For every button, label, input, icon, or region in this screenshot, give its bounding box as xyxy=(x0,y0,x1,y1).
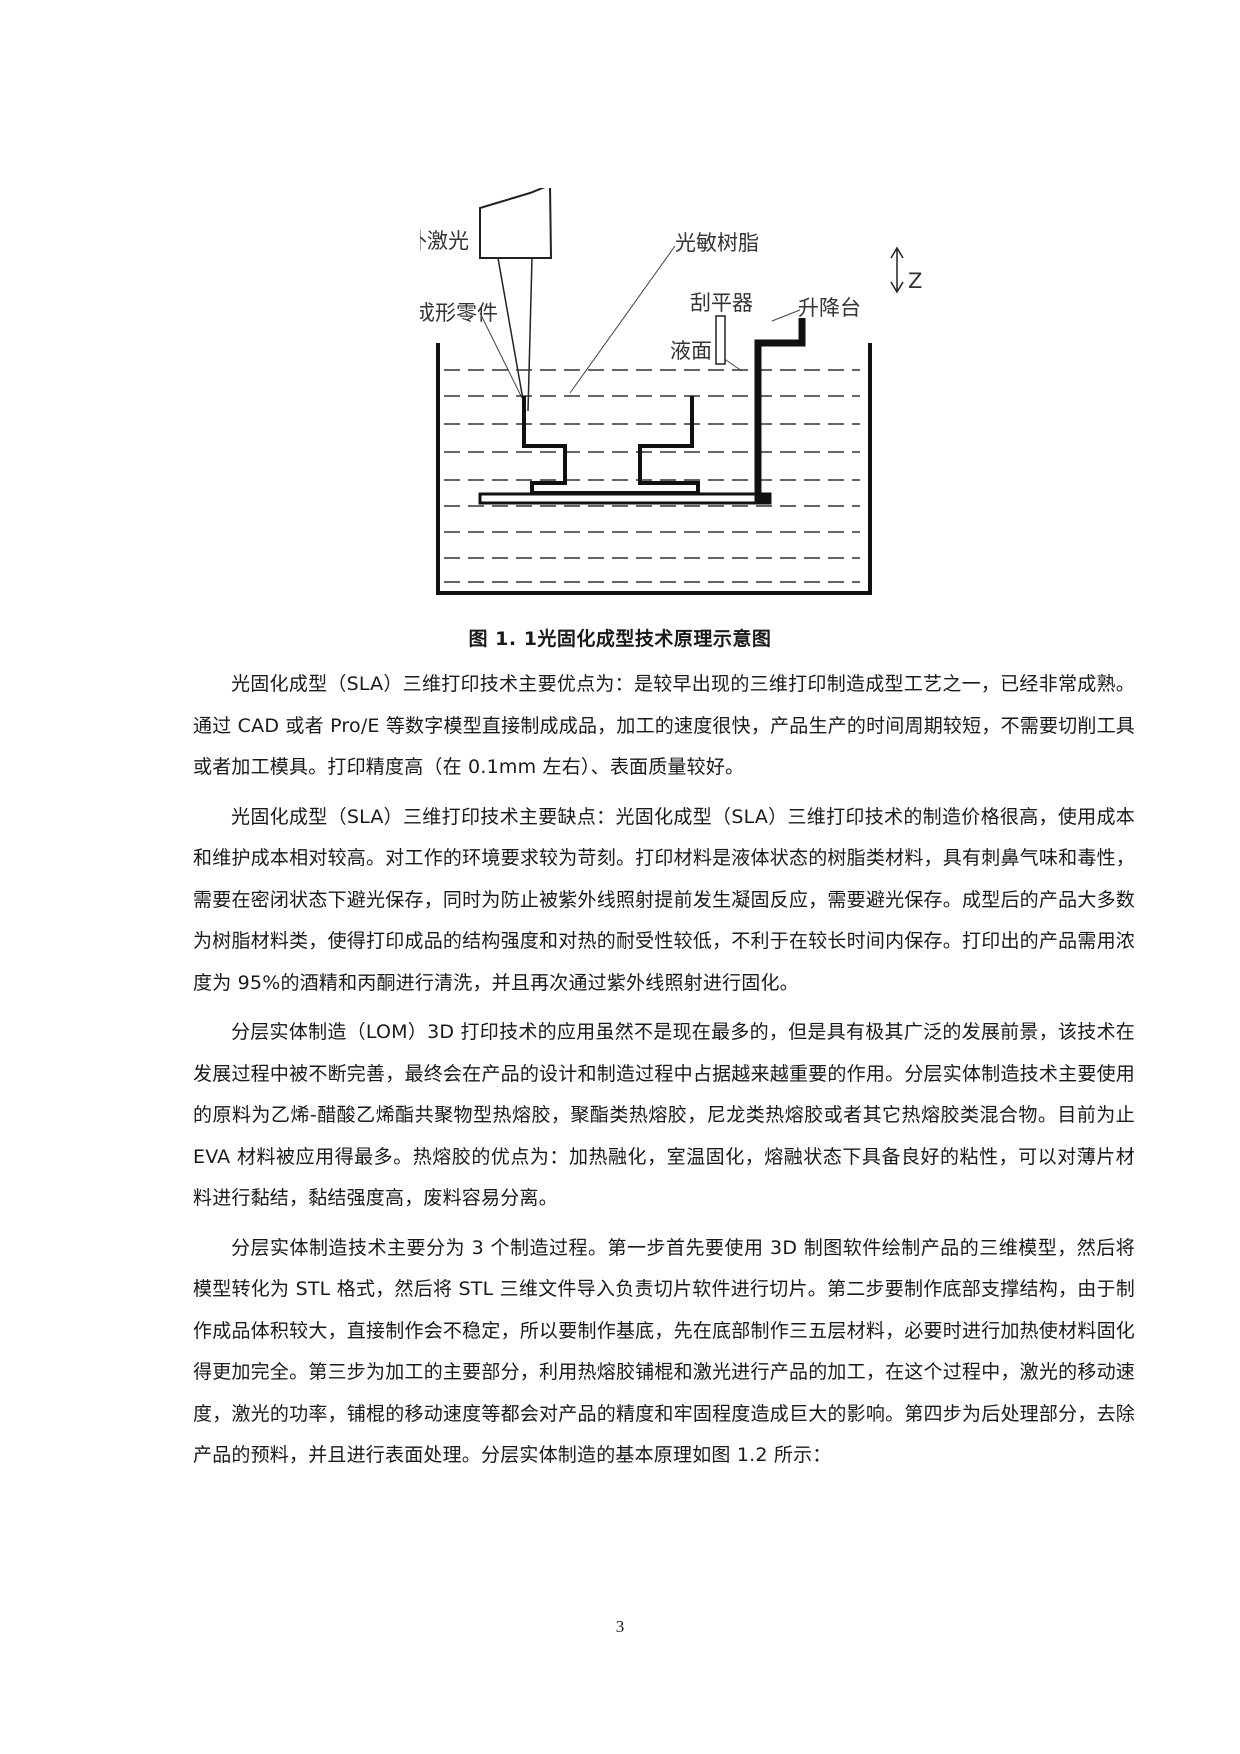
label-z-axis: Z xyxy=(908,269,922,293)
sla-principle-diagram: 紫外激光 光敏树脂 成形零件 刮平器 升降台 液面 Z xyxy=(420,188,940,598)
resin-vat xyxy=(436,343,872,595)
label-lifting-platform: 升降台 xyxy=(798,296,861,320)
leader-resin xyxy=(569,245,676,394)
label-liquid-surface: 液面 xyxy=(670,339,712,363)
label-uv-laser: 紫外激光 xyxy=(420,229,469,253)
label-photosensitive-resin: 光敏树脂 xyxy=(675,231,759,255)
body-text: 光固化成型（SLA）三维打印技术主要优点为：是较早出现的三维打印制造成型工艺之一… xyxy=(193,664,1135,1485)
resin-level-lines xyxy=(444,369,860,583)
label-formed-part: 成形零件 xyxy=(420,301,498,325)
laser-beam-left xyxy=(497,257,526,412)
paragraph-lom-process: 分层实体制造技术主要分为 3 个制造过程。第一步首先要使用 3D 制图软件绘制产… xyxy=(193,1236,1135,1467)
label-scraper: 刮平器 xyxy=(690,291,753,315)
leader-lifting-platform xyxy=(771,309,801,322)
figure-caption: 图 1. 1光固化成型技术原理示意图 xyxy=(468,628,772,650)
scraper-blade xyxy=(715,315,726,365)
paragraph-sla-advantages: 光固化成型（SLA）三维打印技术主要优点为：是较早出现的三维打印制造成型工艺之一… xyxy=(193,673,1135,778)
paragraph-lom-overview: 分层实体制造（LOM）3D 打印技术的应用虽然不是现在最多的，但是具有极其广泛的… xyxy=(193,1021,1135,1209)
platform-plate xyxy=(478,492,772,505)
elevator-arm xyxy=(754,318,806,502)
page-number: 3 xyxy=(615,1617,625,1636)
formed-part-shape xyxy=(522,396,700,495)
z-arrow-icon xyxy=(890,246,904,294)
paragraph-sla-disadvantages: 光固化成型（SLA）三维打印技术主要缺点：光固化成型（SLA）三维打印技术的制造… xyxy=(193,805,1135,994)
laser-head-shape xyxy=(479,188,553,259)
leader-formed-part xyxy=(479,312,523,399)
laser-beam-right xyxy=(527,257,533,412)
